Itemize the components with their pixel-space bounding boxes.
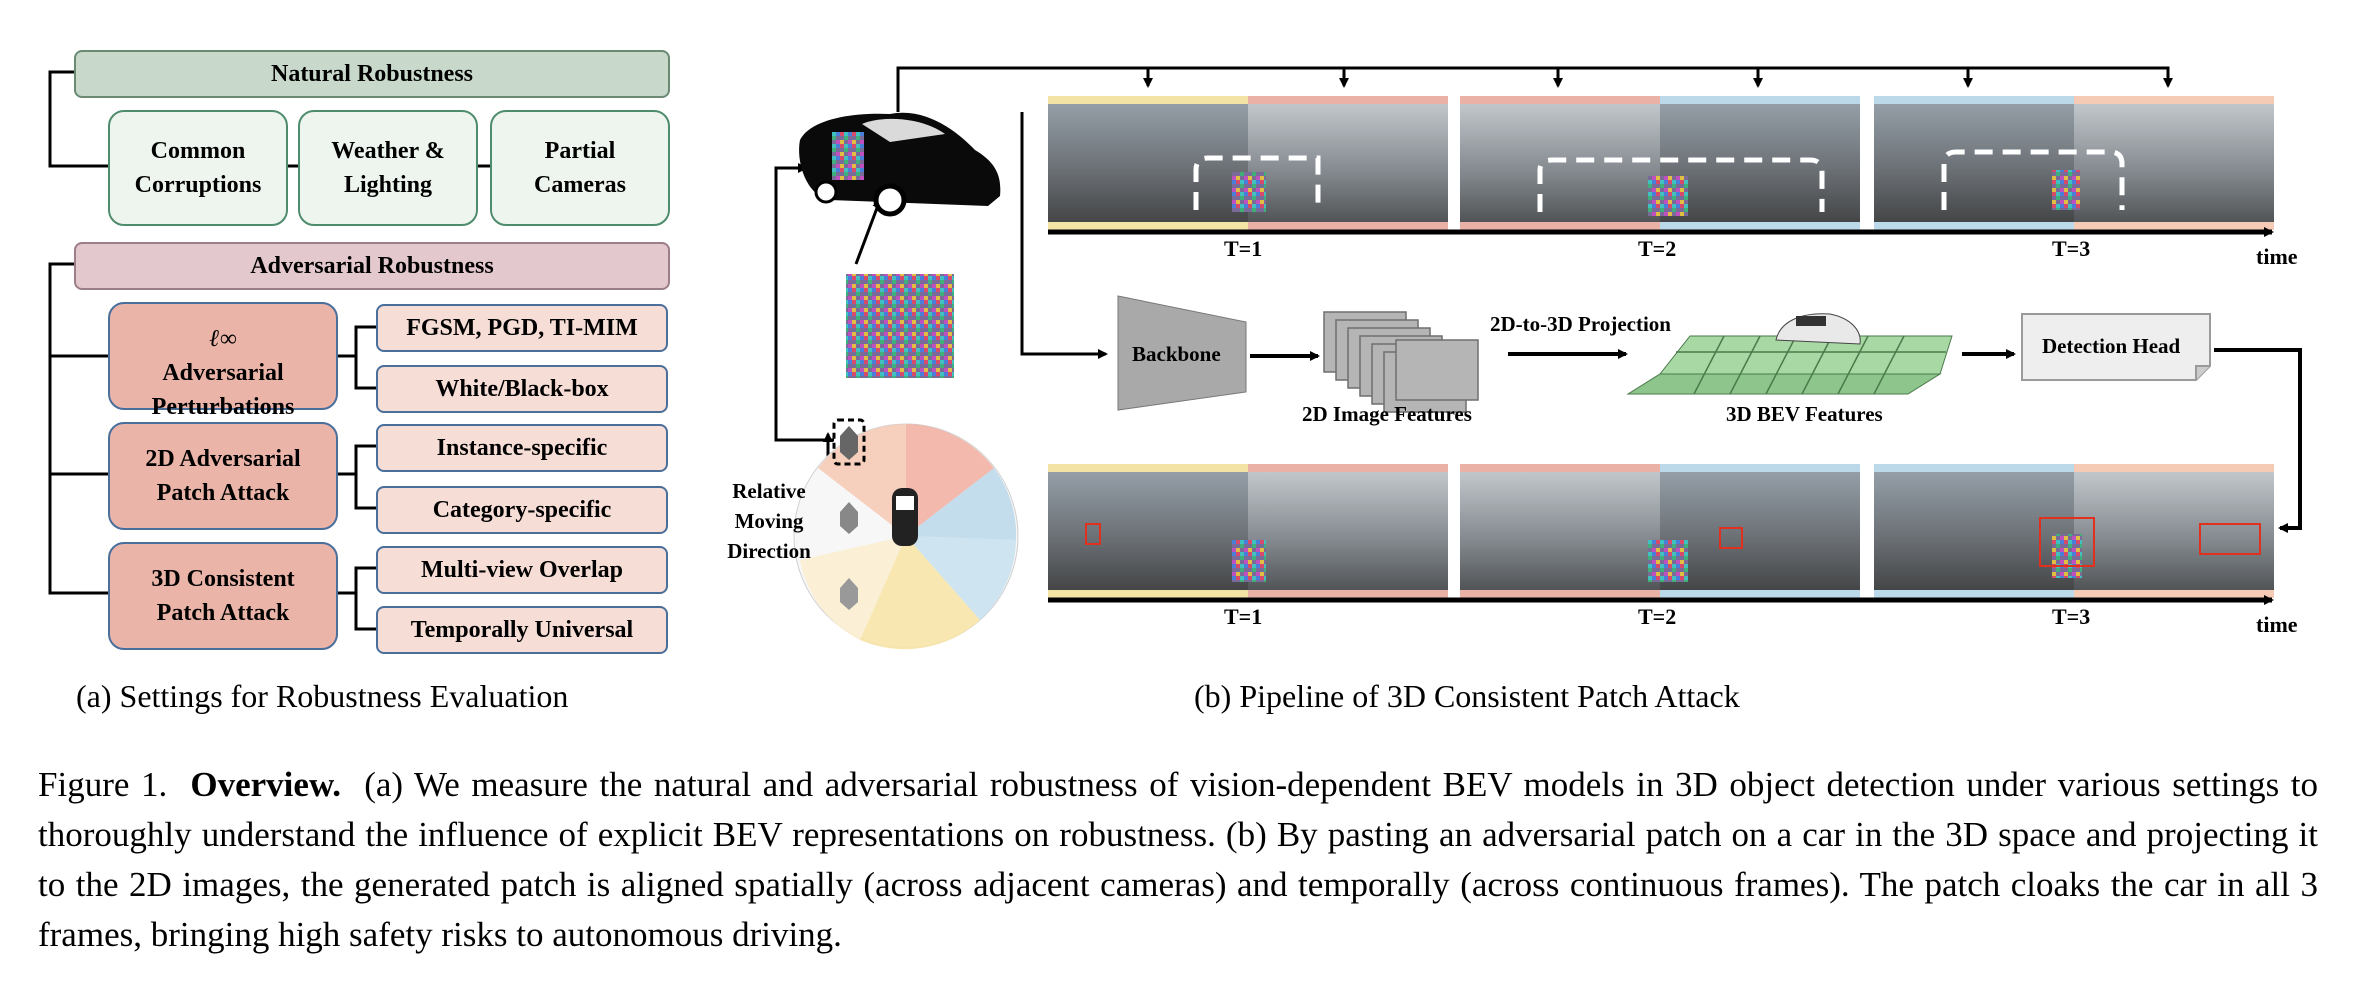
direction-line-1: Relative bbox=[732, 479, 806, 503]
common-corruptions-box: Common Corruptions bbox=[108, 110, 288, 226]
3d-patch-attack-box: 3D Consistent Patch Attack bbox=[108, 542, 338, 650]
fgsm-pgd-box: FGSM, PGD, TI-MIM bbox=[376, 304, 668, 352]
natural-robustness-header: Natural Robustness bbox=[74, 50, 670, 98]
panel-a-caption: (a) Settings for Robustness Evaluation bbox=[76, 678, 569, 714]
detection-head-label: Detection Head bbox=[2042, 334, 2181, 358]
category-specific-box: Category-specific bbox=[376, 486, 668, 534]
camera-fan bbox=[793, 418, 1019, 650]
figure-title: Overview. bbox=[190, 765, 342, 804]
linf-perturbations-box: ℓ∞ Adversarial Perturbations bbox=[108, 302, 338, 420]
top-time-label: time bbox=[2256, 244, 2298, 269]
instance-specific-box: Instance-specific bbox=[376, 424, 668, 472]
bottom-frame-label-2: T=2 bbox=[1638, 604, 1677, 629]
backbone-label: Backbone bbox=[1132, 342, 1221, 366]
image-features-stack bbox=[1323, 311, 1479, 413]
bottom-time-label: time bbox=[2256, 612, 2298, 637]
figure-caption: Figure 1. Overview. (a) We measure the n… bbox=[38, 760, 2318, 960]
top-frame-label-1: T=1 bbox=[1224, 236, 1263, 261]
direction-line-2: Moving bbox=[734, 509, 804, 533]
2d-patch-attack-box: 2D Adversarial Patch Attack bbox=[108, 422, 338, 530]
bottom-frame-label-1: T=1 bbox=[1224, 604, 1263, 629]
figure-label: Figure 1. bbox=[38, 765, 168, 804]
adversarial-patch bbox=[846, 274, 954, 378]
car-icon bbox=[799, 112, 1001, 217]
multi-view-overlap-box: Multi-view Overlap bbox=[376, 546, 668, 594]
image-features-label: 2D Image Features bbox=[1302, 402, 1472, 426]
top-frame-label-2: T=2 bbox=[1638, 236, 1677, 261]
bottom-frame-label-3: T=3 bbox=[2052, 604, 2091, 629]
temporally-universal-box: Temporally Universal bbox=[376, 606, 668, 654]
partial-cameras-box: Partial Cameras bbox=[490, 110, 670, 226]
panel-b-caption: (b) Pipeline of 3D Consistent Patch Atta… bbox=[1194, 678, 1740, 714]
adversarial-robustness-header: Adversarial Robustness bbox=[74, 242, 670, 290]
projection-label: 2D-to-3D Projection bbox=[1490, 312, 1671, 336]
linf-symbol: ℓ∞ bbox=[209, 326, 237, 352]
direction-line-3: Direction bbox=[727, 539, 811, 563]
direction-label: Relative Moving Direction bbox=[724, 476, 814, 566]
figure-text: (a) We measure the natural and adversari… bbox=[38, 765, 2319, 954]
backbone-shape bbox=[1117, 295, 1247, 411]
white-black-box: White/Black-box bbox=[376, 365, 668, 413]
top-frame-label-3: T=3 bbox=[2052, 236, 2091, 261]
bev-grid bbox=[1626, 313, 1953, 395]
panel-b-diagram bbox=[774, 66, 2302, 650]
bottom-frames bbox=[1048, 464, 2274, 598]
linf-perturbations-label: Adversarial Perturbations bbox=[151, 360, 295, 420]
panel-a-connectors bbox=[48, 70, 490, 631]
weather-lighting-box: Weather & Lighting bbox=[298, 110, 478, 226]
bev-features-label: 3D BEV Features bbox=[1726, 402, 1883, 426]
detection-head-box bbox=[2021, 313, 2211, 381]
top-frames bbox=[1048, 96, 2274, 230]
